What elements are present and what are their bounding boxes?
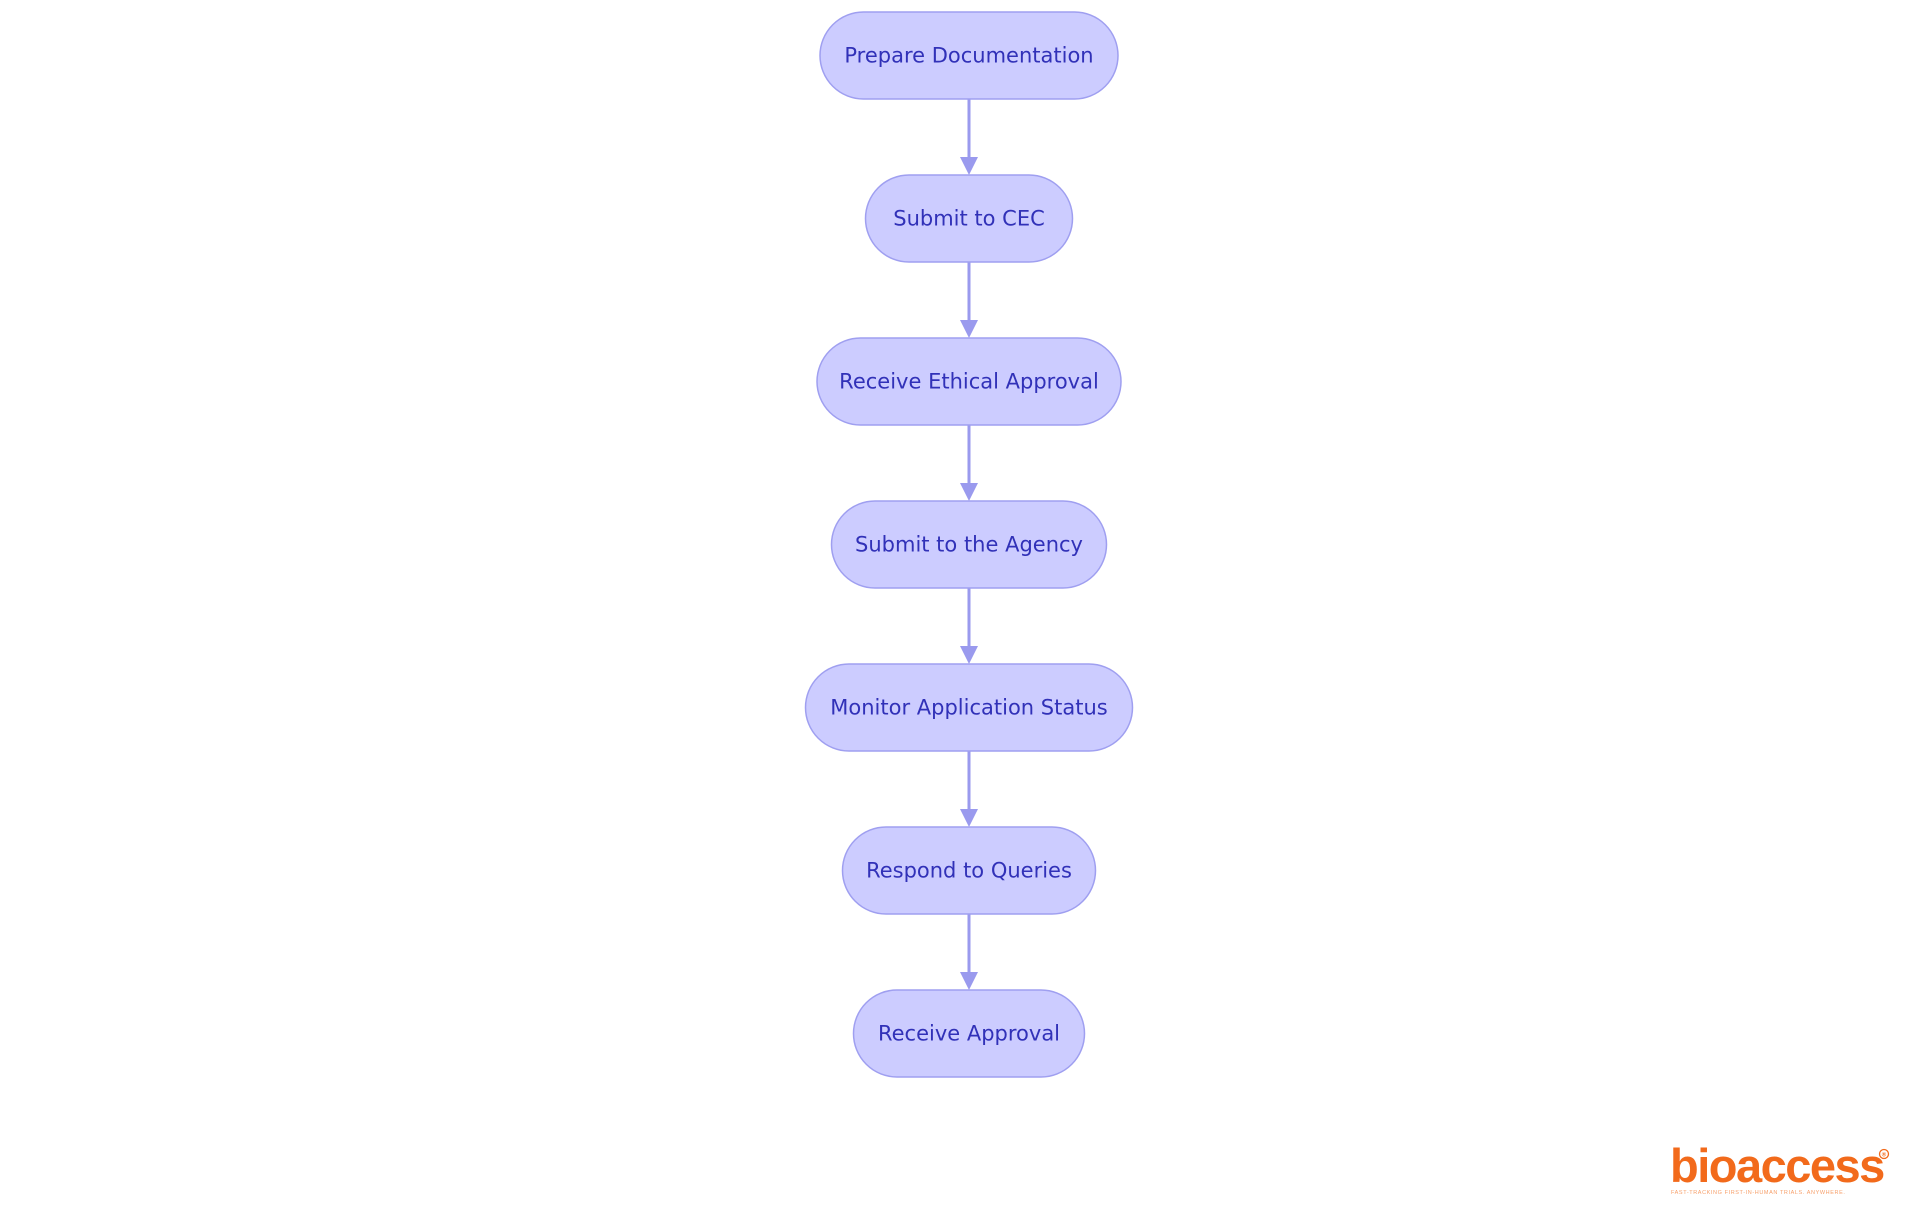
arrow-head-icon [960, 157, 978, 175]
flow-node-shape [841, 826, 1097, 915]
logo-tagline: FAST-TRACKING FIRST-IN-HUMAN TRIALS. ANY… [1671, 1190, 1846, 1196]
flow-node-n6: Respond to Queries [841, 826, 1097, 915]
arrow-head-icon [960, 320, 978, 338]
flow-node-label: Receive Approval [878, 1022, 1060, 1046]
flow-edge-n4-n5 [960, 588, 978, 664]
flow-node-n5: Monitor Application Status [804, 663, 1134, 752]
flow-edge-n6-n7 [960, 914, 978, 990]
flow-edge-n2-n3 [960, 262, 978, 338]
flow-node-n2: Submit to CEC [864, 174, 1074, 263]
bioaccess-logo: bioaccess ® FAST-TRACKING FIRST-IN-HUMAN… [1670, 1140, 1890, 1196]
flow-edge-n5-n6 [960, 751, 978, 827]
arrow-head-icon [960, 483, 978, 501]
flow-node-n1: Prepare Documentation [819, 11, 1119, 100]
flow-node-n3: Receive Ethical Approval [816, 337, 1122, 426]
flow-node-n4: Submit to the Agency [830, 500, 1108, 589]
edges-layer [960, 99, 978, 990]
arrow-head-icon [960, 972, 978, 990]
registered-mark: ® [1882, 1152, 1887, 1159]
logo-wordmark: bioaccess [1670, 1140, 1884, 1192]
flow-node-shape [864, 174, 1074, 263]
flow-node-shape [830, 500, 1108, 589]
flow-node-label: Submit to CEC [893, 207, 1045, 231]
arrow-head-icon [960, 646, 978, 664]
flow-node-label: Receive Ethical Approval [839, 370, 1099, 394]
registered-icon [1878, 1148, 1890, 1160]
flow-node-shape [804, 663, 1134, 752]
flow-node-label: Prepare Documentation [844, 44, 1093, 68]
arrow-head-icon [960, 809, 978, 827]
flow-edge-n3-n4 [960, 425, 978, 501]
flow-node-shape [852, 989, 1086, 1078]
flow-node-label: Submit to the Agency [855, 533, 1083, 557]
flow-node-shape [819, 11, 1119, 100]
flow-node-label: Respond to Queries [866, 859, 1072, 883]
flow-node-shape [816, 337, 1122, 426]
flow-node-n7: Receive Approval [852, 989, 1086, 1078]
flow-node-label: Monitor Application Status [830, 696, 1107, 720]
flow-edge-n1-n2 [960, 99, 978, 175]
